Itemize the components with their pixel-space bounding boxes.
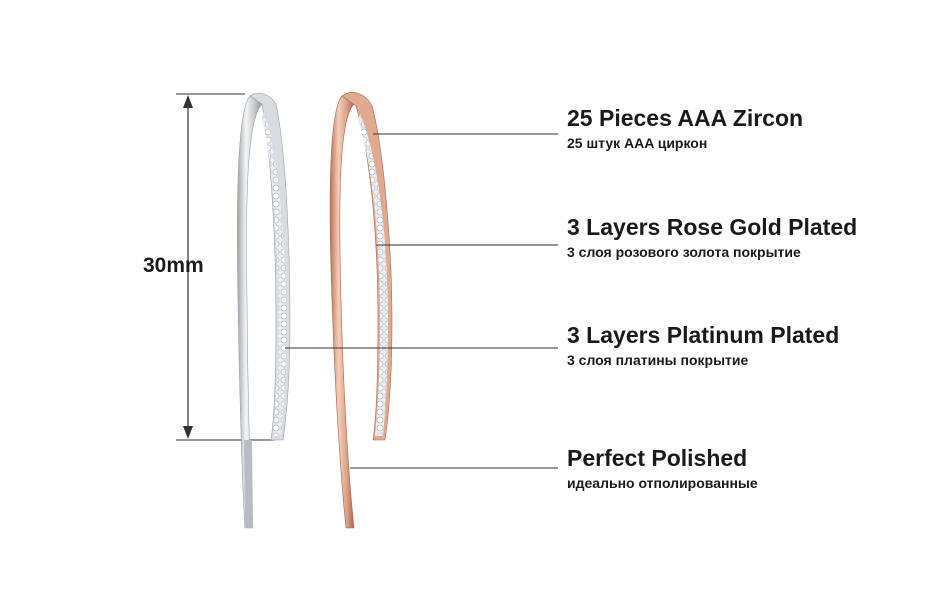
silver-earring-image <box>237 92 291 529</box>
feature-title: 3 Layers Rose Gold Plated <box>567 214 858 240</box>
feature-title: Perfect Polished <box>567 445 748 471</box>
feature-rose-gold: 3 Layers Rose Gold Plated 3 слоя розовог… <box>567 213 857 261</box>
feature-title: 3 Layers Platinum Plated <box>567 322 840 348</box>
dimension-label: 30mm <box>143 254 204 277</box>
dimension-marker <box>176 93 275 441</box>
rose-gold-earring-image <box>329 92 393 529</box>
feature-polished: Perfect Polished идеально отполированные <box>567 444 758 492</box>
feature-platinum: 3 Layers Platinum Plated 3 слоя платины … <box>567 321 839 369</box>
feature-subtitle: 25 штук AAA циркон <box>567 135 708 151</box>
feature-title: 25 Pieces AAA Zircon <box>567 105 804 131</box>
feature-subtitle: 3 слоя розового золота покрытие <box>567 244 801 260</box>
leader-lines <box>285 133 558 469</box>
feature-subtitle: идеально отполированные <box>567 475 758 491</box>
feature-zircon: 25 Pieces AAA Zircon 25 штук AAA циркон <box>567 104 803 152</box>
feature-subtitle: 3 слоя платины покрытие <box>567 352 749 368</box>
